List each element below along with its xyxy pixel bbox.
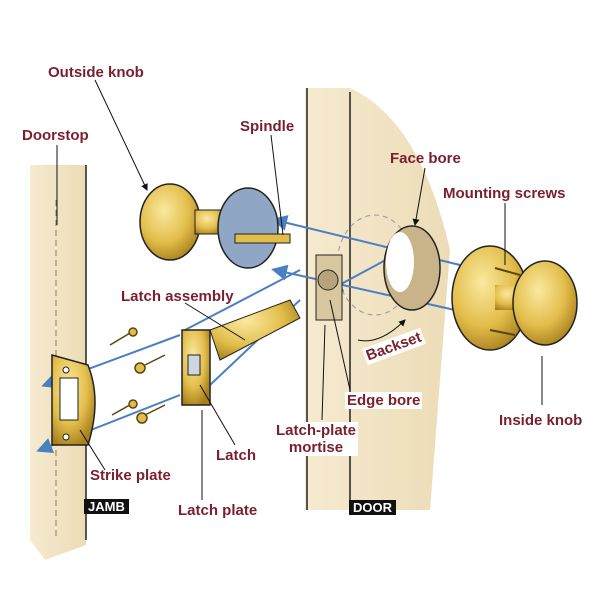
label-outside-knob: Outside knob — [48, 64, 144, 81]
label-edge-bore: Edge bore — [345, 392, 423, 409]
label-latch-plate: Latch plate — [178, 502, 258, 519]
label-spindle: Spindle — [240, 118, 295, 135]
label-strike-plate: Strike plate — [90, 467, 171, 484]
label-latch-assembly: Latch assembly — [121, 288, 234, 305]
edge-bore — [317, 269, 339, 291]
label-doorstop: Doorstop — [22, 127, 89, 144]
label-latch-plate-mortise-line2: mortise — [288, 439, 344, 456]
outside-knob — [139, 183, 291, 269]
label-latch: Latch — [216, 447, 257, 464]
label-mounting-screws: Mounting screws — [443, 185, 566, 202]
tag-jamb: JAMB — [84, 499, 129, 514]
latch-assembly — [181, 299, 301, 406]
screws — [109, 327, 166, 424]
label-latch-plate-mortise-line1: Latch-plate — [276, 422, 357, 439]
label-inside-knob: Inside knob — [499, 412, 583, 429]
spindle — [234, 233, 291, 244]
tag-door: DOOR — [349, 500, 396, 515]
label-face-bore: Face bore — [390, 150, 461, 167]
leader-lines — [56, 79, 543, 500]
inside-knob — [451, 245, 578, 351]
strike-plate — [51, 354, 96, 446]
label-latch-plate-mortise: Latch-plate mortise — [274, 422, 359, 456]
